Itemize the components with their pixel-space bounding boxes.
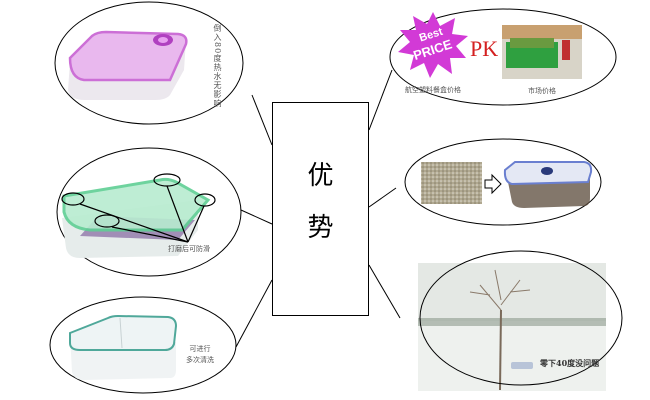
center-title-char-2: 势	[307, 213, 334, 243]
blue-container-image	[503, 161, 593, 208]
wash-label-line-2: 多次清洗	[186, 356, 214, 364]
node-price: Best PRICE	[389, 8, 617, 106]
antislip-label: 打磨后可防滑	[168, 245, 210, 253]
pk-text: PK	[470, 36, 499, 61]
node-antislip	[56, 147, 242, 277]
price-left-caption: 航空塑料餐盒价格	[405, 86, 461, 94]
wash-label-line-1: 可进行	[189, 345, 211, 353]
price-right-caption: 市场价格	[528, 87, 556, 95]
small-container-icon	[511, 362, 533, 369]
heat-label: 倒入80度热水无影响	[213, 24, 222, 109]
node-storage	[404, 138, 602, 226]
market-photo-image	[502, 25, 582, 79]
node-heat	[54, 1, 244, 125]
cold-label: 零下40度没问题	[540, 358, 600, 368]
node-cold	[418, 250, 623, 391]
teal-container-image	[69, 314, 178, 380]
wash-label: 可进行 多次清洗	[186, 344, 214, 366]
node-wash	[49, 296, 237, 394]
arrow-right-icon	[484, 173, 502, 195]
purple-container-image	[68, 30, 188, 100]
best-price-badge-icon: Best PRICE	[398, 12, 468, 78]
center-box-advantage: 优 势	[272, 102, 369, 316]
center-title-char-1: 优	[307, 161, 334, 191]
